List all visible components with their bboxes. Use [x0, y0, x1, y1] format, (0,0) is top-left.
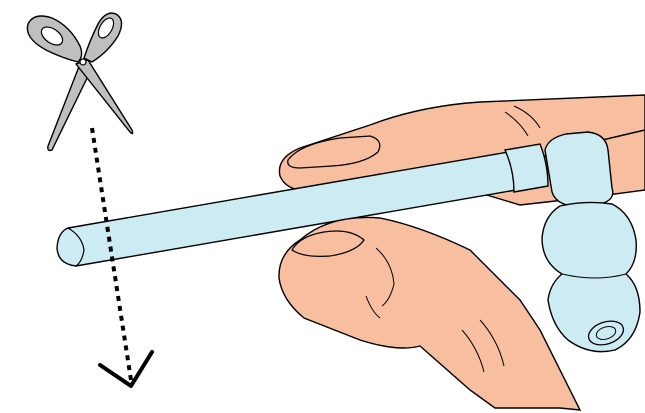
knuckle-line-2 — [513, 105, 541, 129]
thumb — [278, 216, 582, 411]
scissors-pivot — [79, 58, 87, 66]
tube-connector — [503, 131, 641, 353]
scissors-blade-right — [74, 59, 134, 135]
thumbnail — [291, 230, 365, 257]
scissors-icon — [26, 12, 134, 152]
tube-end-cap — [67, 227, 85, 267]
palm-crease — [461, 329, 485, 373]
connector-opening — [587, 320, 625, 346]
scissors-blade-left — [47, 62, 91, 152]
connector-bulb-seam — [561, 273, 627, 279]
connector-collar — [503, 143, 549, 193]
dotted-arrow-down-icon — [90, 127, 154, 388]
index-fingernail — [287, 135, 381, 169]
thumb-crease — [375, 247, 395, 307]
connector-bulb — [541, 201, 641, 353]
palm-crease-2 — [479, 319, 505, 367]
connector-elbow — [544, 131, 614, 207]
connector-opening-inner — [595, 326, 617, 340]
tube-body — [56, 151, 517, 267]
tube — [56, 151, 517, 267]
cut-guide-line — [90, 127, 133, 381]
thumb-crease-2 — [365, 295, 381, 319]
thumb-shape — [278, 216, 582, 411]
arrow-head — [98, 350, 154, 388]
knuckle-line — [504, 111, 529, 137]
scissors-handle-left-hole — [40, 26, 64, 46]
scissors-handle-right-hole — [97, 17, 115, 39]
